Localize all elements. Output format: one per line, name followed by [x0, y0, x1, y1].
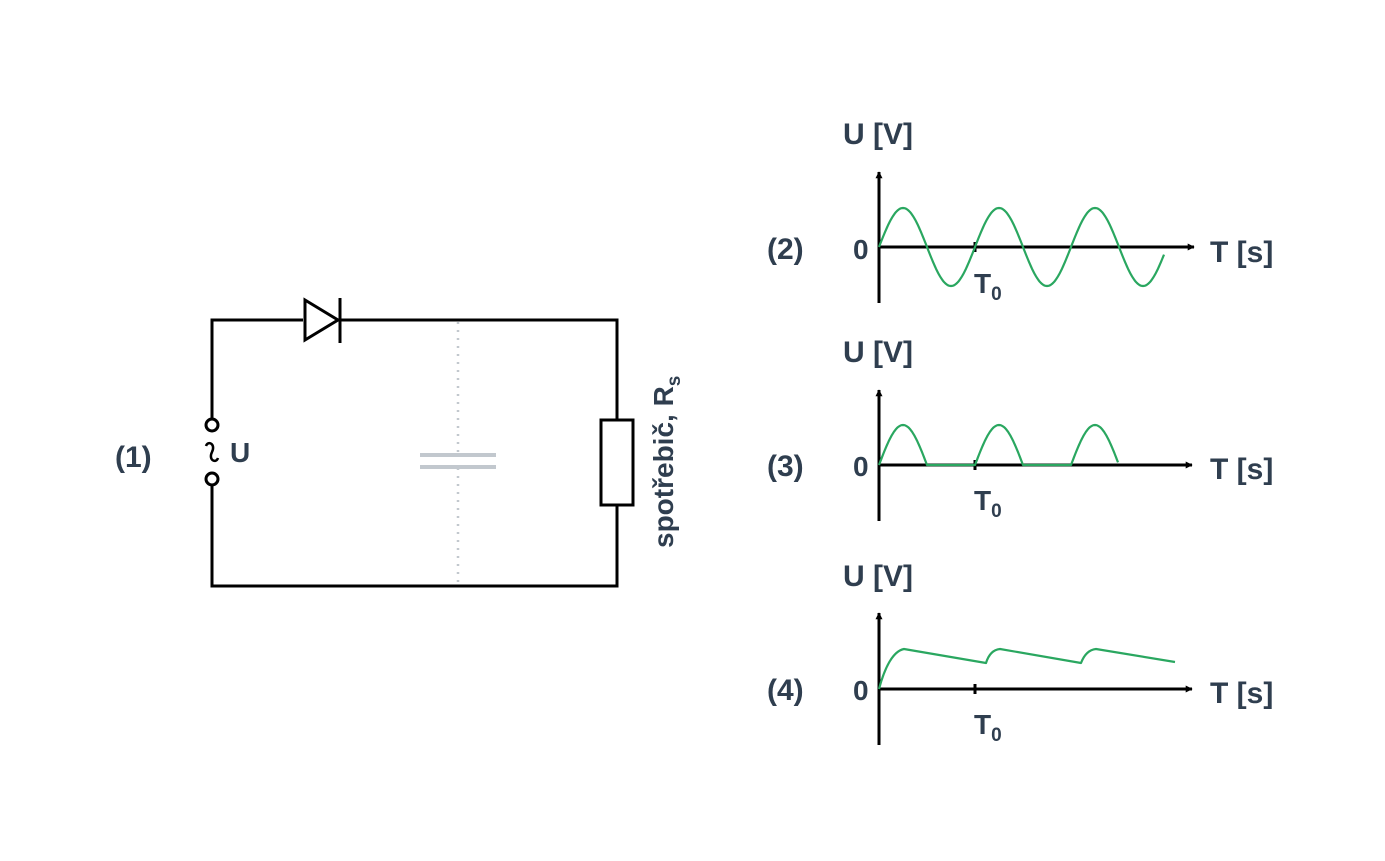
- x-axis-label: T [s]: [1210, 453, 1273, 486]
- circuit: (1) U spotřebič, Rs: [115, 297, 685, 588]
- graph-label: (4): [767, 674, 804, 707]
- y-axis-label: U [V]: [843, 560, 913, 593]
- ac-source-symbol: [204, 417, 220, 487]
- smoothed-wave: [877, 647, 1176, 690]
- x-axis-label: T [s]: [1210, 677, 1273, 710]
- zero-label: 0: [853, 675, 869, 706]
- tick-label: T0: [974, 709, 1002, 746]
- tick-label: T0: [974, 268, 1002, 305]
- resistor-symbol: [599, 418, 635, 507]
- wire-right-bottom: [210, 486, 619, 588]
- x-axis-label: T [s]: [1210, 236, 1273, 269]
- zero-label: 0: [853, 451, 869, 482]
- sine-wave: [877, 206, 1166, 288]
- graph-4: (4) U [V] 0 T [s] T0: [767, 560, 1273, 746]
- y-axis-label: U [V]: [843, 336, 913, 369]
- wire-left-top: [210, 318, 303, 418]
- circuit-label: (1): [115, 441, 152, 474]
- load-label: spotřebič, Rs: [648, 376, 685, 548]
- graph-2: (2) U [V] 0 T [s] T0: [767, 118, 1273, 305]
- graph-label: (2): [767, 233, 804, 266]
- graph-label: (3): [767, 450, 804, 483]
- zero-label: 0: [853, 234, 869, 265]
- half-wave: [877, 423, 1120, 467]
- graph-3: (3) U [V] 0 T [s] T0: [767, 336, 1273, 522]
- capacitor-symbol: [420, 322, 496, 584]
- y-axis-label: U [V]: [843, 118, 913, 151]
- diode-symbol: [303, 297, 342, 343]
- source-label: U: [230, 437, 250, 468]
- wire-top-right: [341, 318, 619, 420]
- tick-label: T0: [974, 485, 1002, 522]
